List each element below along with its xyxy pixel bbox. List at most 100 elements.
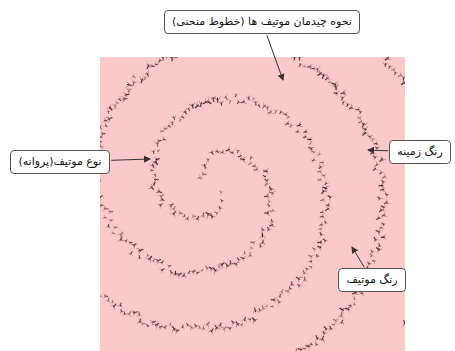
butterfly-shape [301,346,307,351]
butterfly-motif [122,237,129,244]
butterfly-motif [143,70,152,80]
butterfly-motif [155,147,162,154]
callout-box: رنگ زمینه [389,140,450,164]
butterfly-motif [149,317,159,326]
butterfly-shape [318,213,326,221]
butterfly-motif [309,156,317,164]
butterfly-motif [142,75,148,81]
butterfly-shape [259,231,267,239]
butterfly-motif [316,239,324,246]
butterfly-shape [368,247,376,255]
butterfly-motif [269,304,275,309]
butterfly-shape [221,93,231,103]
butterfly-motif [169,208,179,218]
butterfly-motif [382,62,388,69]
butterfly-motif [262,192,271,200]
butterfly-shape [186,269,193,276]
butterfly-motif [104,113,115,123]
butterfly-motif [339,89,348,97]
butterfly-shape [357,109,364,116]
butterfly-shape [235,148,241,154]
butterfly-motif [313,341,320,348]
butterfly-shape [331,316,341,325]
butterfly-shape [318,159,325,166]
butterfly-shape [100,133,104,140]
butterfly-motif [300,275,309,284]
butterfly-shape [120,94,129,103]
butterfly-motif [261,173,268,180]
butterfly-motif [102,293,109,300]
butterfly-shape [239,98,248,107]
butterfly-shape [135,245,146,255]
butterfly-motif [323,204,333,214]
butterfly-motif [106,109,111,115]
butterfly-motif [367,148,377,158]
butterfly-shape [305,251,315,261]
butterfly-shape [152,172,159,179]
butterfly-shape [100,185,102,193]
butterfly-shape [231,259,240,268]
butterfly-shape [100,175,104,185]
butterfly-shape [166,263,172,269]
butterfly-shape [338,318,345,326]
butterfly-motif [288,57,294,59]
leader-arrow [267,35,283,80]
butterfly-shape [317,221,324,228]
butterfly-motif [110,230,117,237]
butterfly-motif [100,192,106,202]
butterfly-motif [346,103,356,113]
butterfly-motif [251,165,261,175]
butterfly-motif [235,148,241,154]
butterfly-motif [163,57,170,60]
butterfly-shape [179,113,186,120]
butterfly-shape [171,115,178,122]
butterfly-motif [266,198,273,205]
butterfly-shape [100,202,105,209]
butterfly-motif [101,214,109,221]
butterfly-motif [379,233,387,240]
butterfly-shape [218,149,226,156]
butterfly-shape [379,220,387,227]
butterfly-shape [125,81,134,90]
butterfly-motif [306,136,313,143]
butterfly-motif [112,103,119,110]
butterfly-shape [125,308,135,318]
butterfly-shape [215,263,222,270]
butterfly-shape [114,100,120,106]
butterfly-motif [159,128,165,134]
butterfly-motif [354,106,361,112]
butterfly-motif [356,114,364,121]
butterfly-motif [153,255,164,265]
butterfly-shape [302,128,310,135]
butterfly-motif [263,209,271,216]
butterfly-shape [293,273,304,284]
butterfly-motif [179,113,186,120]
butterfly-motif [247,251,254,259]
butterfly-shape [186,322,196,332]
butterfly-motif [373,161,381,169]
butterfly-shape [267,188,277,198]
butterfly-shape [318,334,328,344]
butterfly-shape [265,201,273,209]
leader-arrow [368,150,388,152]
butterfly-motif [156,137,163,144]
butterfly-motif [130,240,139,249]
butterfly-motif [211,322,221,332]
butterfly-motif [147,183,157,193]
butterfly-shape [105,103,116,114]
butterfly-shape [217,188,225,196]
butterfly-shape [400,318,405,328]
butterfly-motif [321,323,331,333]
butterfly-shape [262,192,271,200]
butterfly-shape [129,72,138,81]
butterfly-shape [306,136,313,143]
butterfly-motif [332,89,340,97]
butterfly-shape [173,57,179,60]
butterfly-shape [326,324,335,333]
butterfly-shape [101,204,110,212]
butterfly-shape [110,299,116,305]
butterfly-motif [206,157,211,162]
butterfly-shape [276,292,283,300]
butterfly-shape [177,117,184,124]
butterfly-shape [174,57,184,58]
